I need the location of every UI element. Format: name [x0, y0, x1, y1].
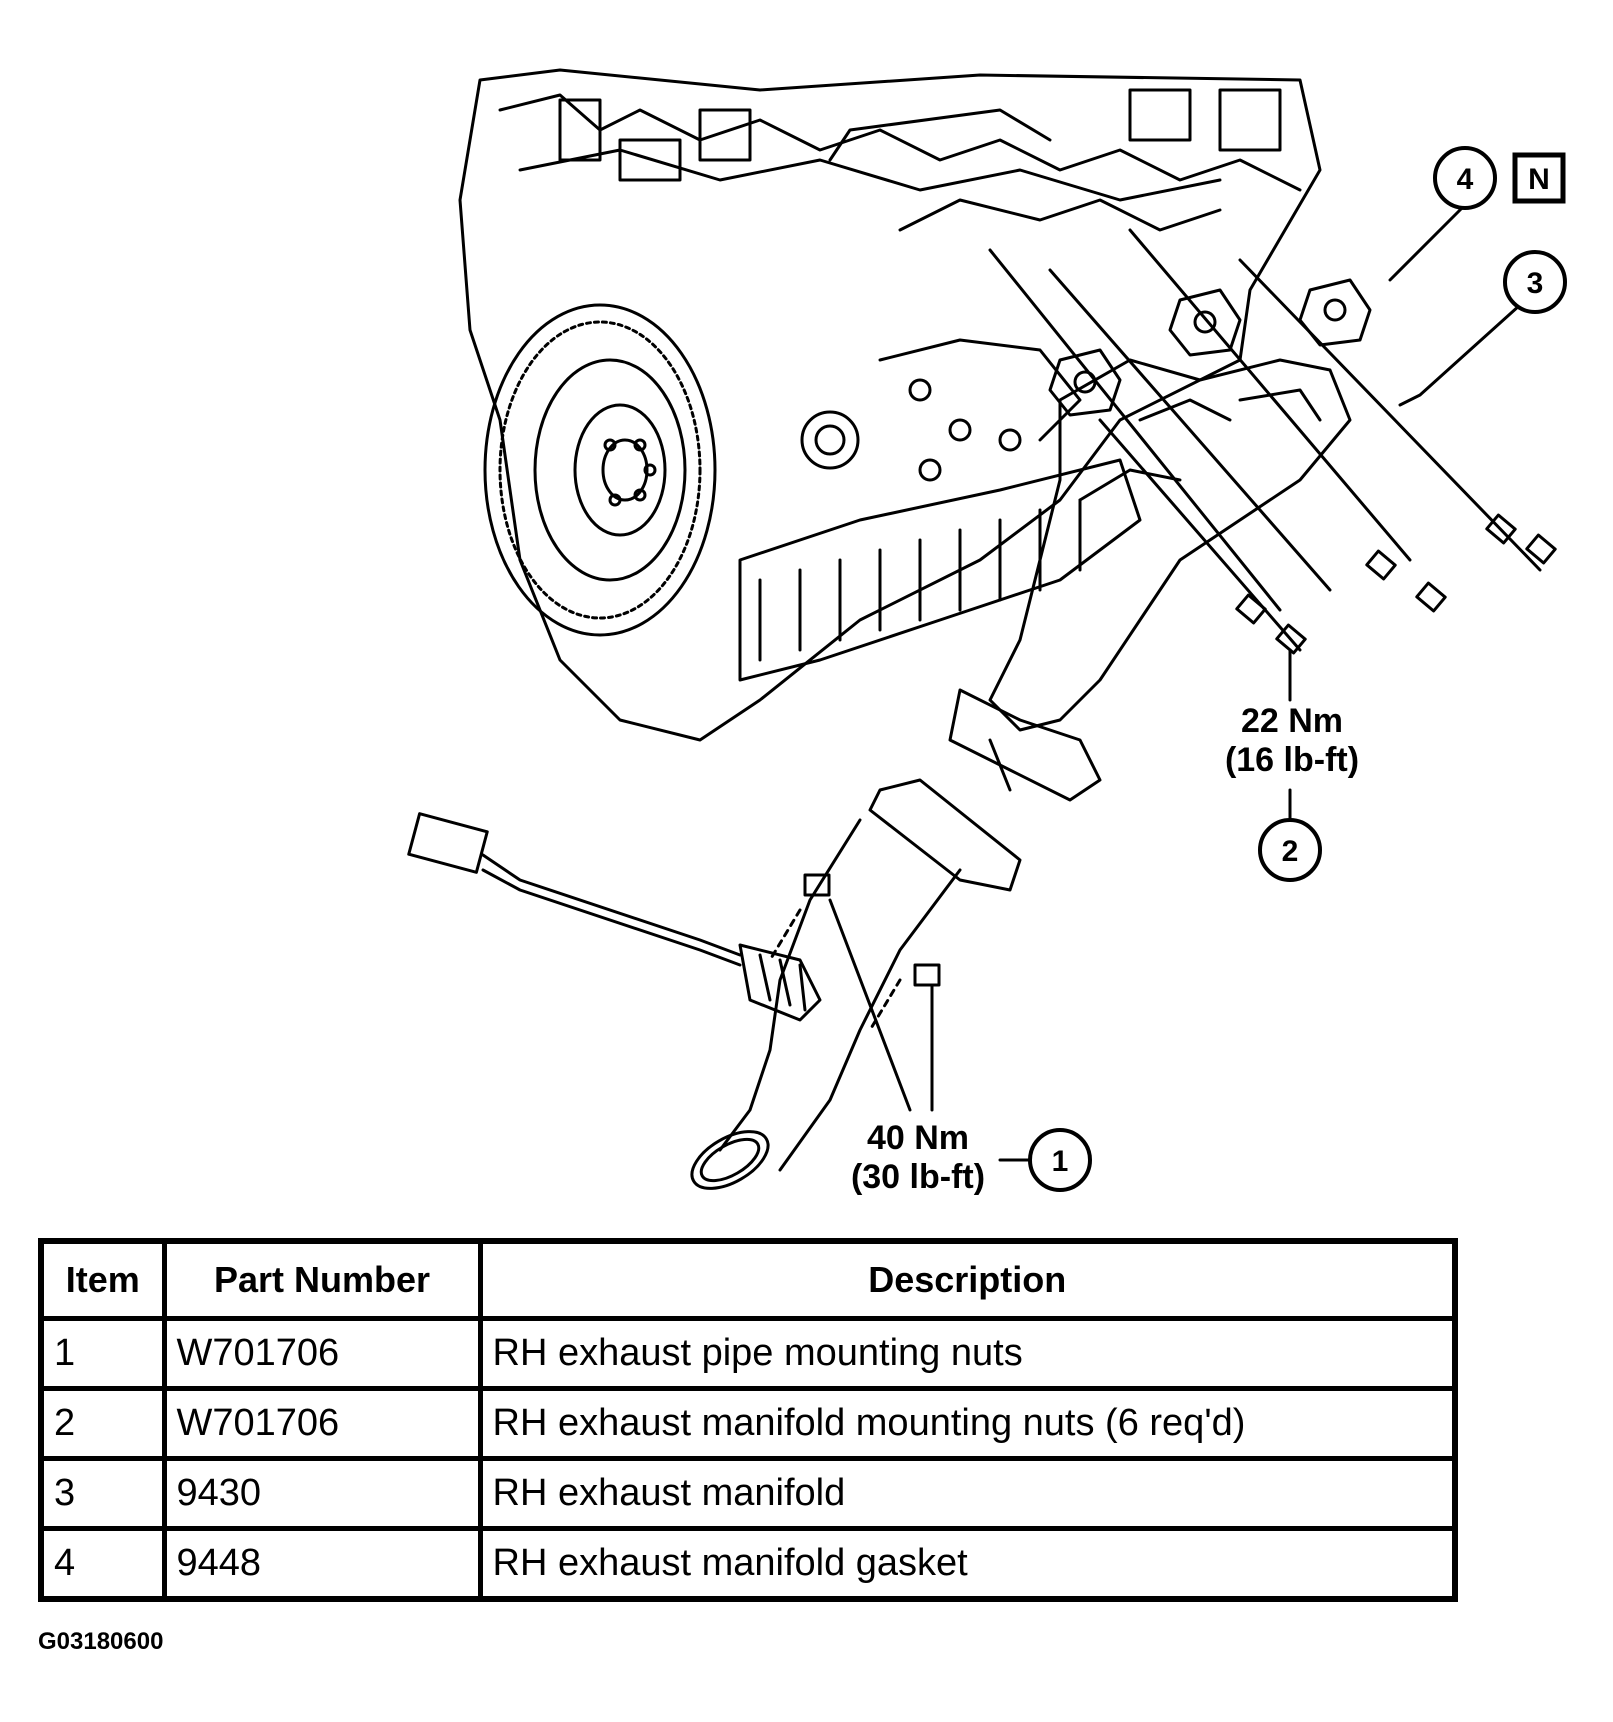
cell-description: RH exhaust manifold mounting nuts (6 req…: [477, 1386, 1458, 1461]
exhaust-pipe: [690, 688, 1102, 1190]
header-part-number: Part Number: [161, 1238, 483, 1321]
cell-part-number: 9430: [161, 1456, 483, 1531]
cell-item: 1: [38, 1316, 167, 1391]
engine-block: [458, 68, 1322, 742]
oil-pan: [738, 458, 1142, 682]
new-part-badge: [1512, 152, 1566, 204]
table-row: 3 9430 RH exhaust manifold: [38, 1456, 1458, 1531]
callout-circle-3: [1503, 250, 1567, 314]
engine-top-detail: [498, 93, 1302, 192]
cell-item: 2: [38, 1386, 167, 1461]
header-description: Description: [477, 1238, 1458, 1321]
manifold-gasket: [1298, 278, 1372, 347]
callout-label-2: 2: [1282, 835, 1299, 868]
cell-part-number: W701706: [161, 1316, 483, 1391]
torque-item-1-lbft: (30 lb-ft): [851, 1158, 985, 1196]
table-row: 1 W701706 RH exhaust pipe mounting nuts: [38, 1316, 1458, 1391]
callout-label-3: 3: [1527, 267, 1544, 300]
cell-description: RH exhaust manifold: [477, 1456, 1458, 1531]
cell-item: 4: [38, 1526, 167, 1602]
table-header-row: Item Part Number Description: [38, 1238, 1458, 1321]
callout-label-1: 1: [1052, 1145, 1069, 1178]
leader-item-1-a: [828, 898, 912, 1112]
cell-part-number: 9448: [161, 1526, 483, 1602]
cell-part-number: W701706: [161, 1386, 483, 1461]
torque-item-2-lbft: (16 lb-ft): [1225, 741, 1359, 779]
cell-description: RH exhaust manifold gasket: [477, 1526, 1458, 1602]
oxygen-sensor: [407, 812, 822, 1022]
manifold-studs: [988, 228, 1557, 655]
exhaust-manifold-diagram: 4 3 2 1 N 22 Nm (16 lb-ft) 40 Nm (30 lb-…: [407, 68, 1567, 1196]
leader-item-4: [1388, 203, 1467, 282]
callout-circle-1: [1028, 1128, 1092, 1192]
leader-item-3: [1398, 303, 1522, 407]
callout-circle-2: [1258, 818, 1322, 882]
header-item: Item: [38, 1238, 167, 1321]
table-row: 4 9448 RH exhaust manifold gasket: [38, 1526, 1458, 1602]
callout-circle-4: [1433, 146, 1497, 210]
torque-item-2-nm: 22 Nm: [1241, 702, 1343, 740]
table-row: 2 W701706 RH exhaust manifold mounting n…: [38, 1386, 1458, 1461]
cell-description: RH exhaust pipe mounting nuts: [477, 1316, 1458, 1391]
flywheel: [483, 303, 717, 637]
new-part-badge-label: N: [1528, 163, 1550, 196]
callout-label-4: 4: [1457, 163, 1474, 196]
figure-id: G03180600: [38, 1628, 164, 1655]
exhaust-manifold: [988, 358, 1352, 732]
cell-item: 3: [38, 1456, 167, 1531]
parts-table: Item Part Number Description 1 W701706 R…: [38, 1238, 1458, 1602]
torque-item-1-nm: 40 Nm: [867, 1119, 969, 1157]
